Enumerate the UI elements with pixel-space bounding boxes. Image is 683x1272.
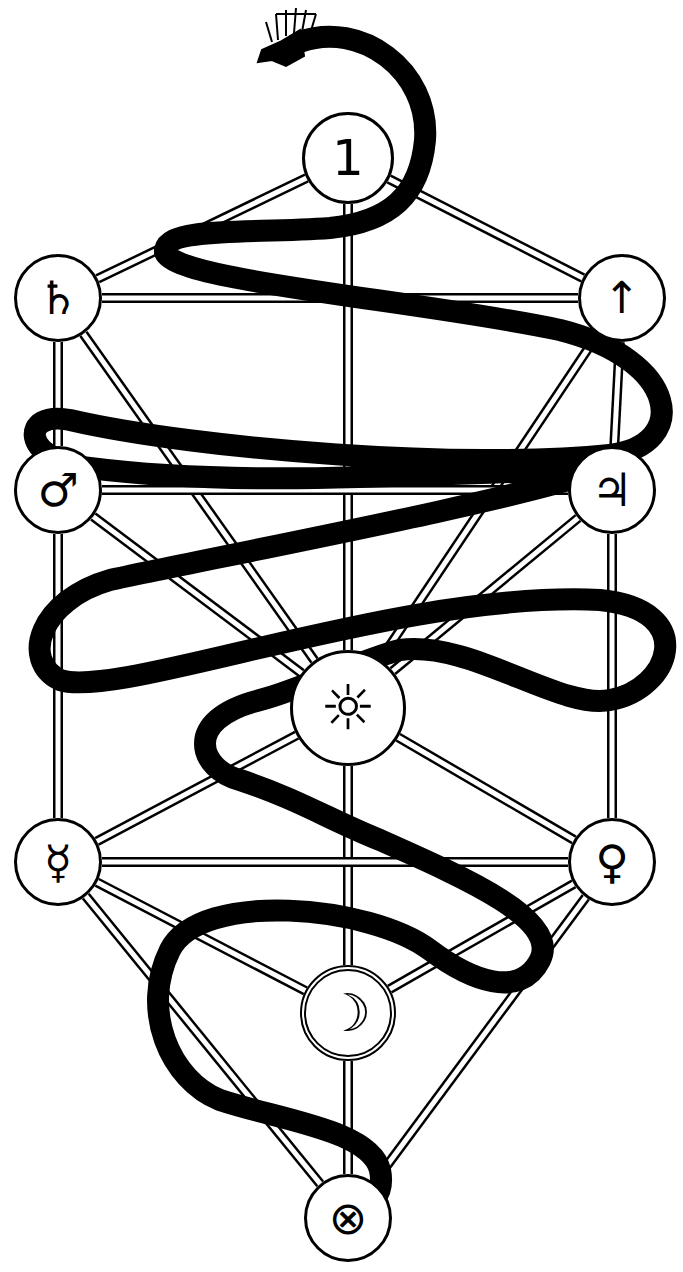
channel-line xyxy=(343,1061,353,1174)
path-channel xyxy=(58,342,59,446)
channel-line xyxy=(398,737,574,840)
planet-symbol: ♂ xyxy=(37,467,78,513)
path-channel xyxy=(348,204,349,650)
channel-line xyxy=(607,534,617,818)
sephirah-circle: ♄ xyxy=(14,254,102,342)
channel-line xyxy=(83,334,314,661)
serpent-head xyxy=(258,30,304,66)
serpent-crest xyxy=(266,8,316,42)
path-channel xyxy=(97,882,305,991)
path-channel xyxy=(86,896,320,1184)
path-channel xyxy=(348,1061,349,1174)
sephirah-circle: ☼ xyxy=(290,650,406,766)
path-channel xyxy=(612,534,613,818)
sephirah-circle: ♀ xyxy=(568,818,656,906)
channel-line xyxy=(86,896,320,1184)
channel-line xyxy=(102,860,568,865)
planet-symbol: ☽ xyxy=(325,987,372,1039)
planet-symbol: ☿ xyxy=(44,839,72,885)
channel-line xyxy=(83,334,314,661)
path-channel xyxy=(102,862,568,863)
channel-line xyxy=(346,1061,351,1174)
channel-line xyxy=(56,342,61,446)
sephirah-circle: ☽ xyxy=(300,965,396,1061)
channel-line xyxy=(398,737,574,840)
channel-line xyxy=(343,204,353,650)
channel-line xyxy=(97,882,305,991)
path-channel xyxy=(398,737,574,840)
planet-symbol: ↑ xyxy=(604,276,641,320)
planet-symbol: ♀ xyxy=(595,839,629,885)
planet-symbol: ⊗ xyxy=(329,1195,368,1241)
serpent-body xyxy=(35,37,666,1206)
channel-line xyxy=(97,882,305,991)
sephirah-circle: 1 xyxy=(302,112,394,204)
channel-line xyxy=(610,534,615,818)
channel-line xyxy=(346,204,351,650)
planet-symbol: ☼ xyxy=(320,677,376,739)
channel-line xyxy=(86,896,320,1184)
path-channel xyxy=(83,334,314,661)
planet-symbol: 1 xyxy=(332,133,364,183)
sephirah-circle: ⊗ xyxy=(304,1174,392,1262)
sephirah-circle: ☿ xyxy=(14,818,102,906)
planet-symbol: ♃ xyxy=(591,467,632,513)
sephirah-circle: ↑ xyxy=(578,254,666,342)
planet-symbol: ♄ xyxy=(37,275,78,321)
channel-line xyxy=(53,342,63,446)
channel-line xyxy=(102,857,568,867)
sephirah-circle: ♂ xyxy=(14,446,102,534)
sephirah-circle: ♃ xyxy=(568,446,656,534)
